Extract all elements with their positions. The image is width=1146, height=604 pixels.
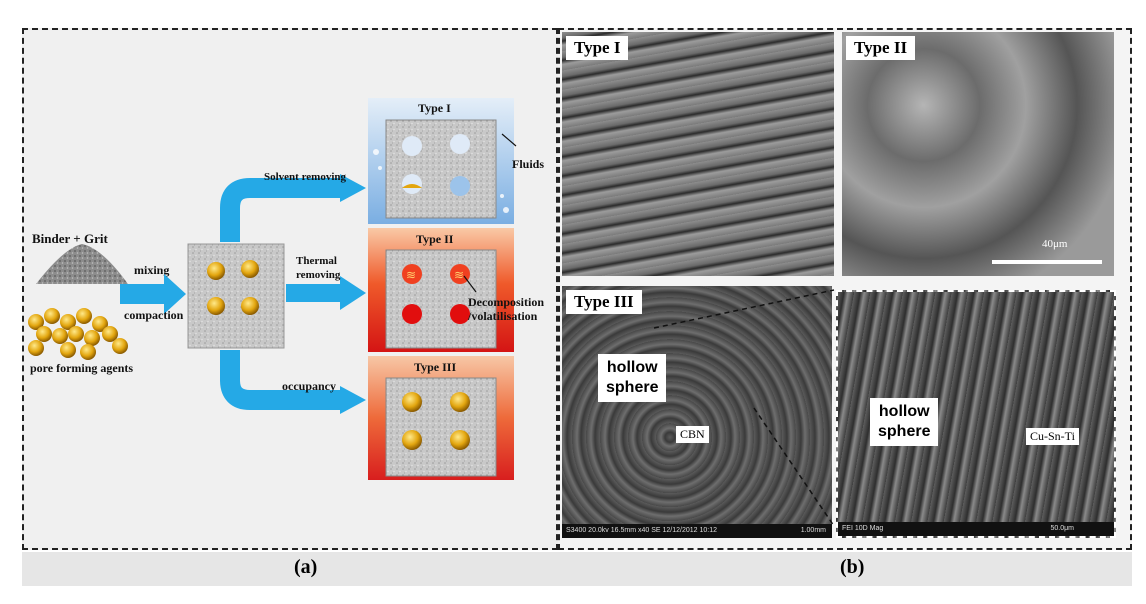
sem-footer-left-scale: 1.00mm <box>800 527 826 534</box>
hollow-sphere-text-1: hollow <box>606 359 658 376</box>
sem-type3-image: Type III hollow sphere CBN S3400 20.0kv … <box>562 286 832 538</box>
occupancy-branch <box>220 350 342 410</box>
sem-footer-left-info: S3400 20.0kv 16.5mm x40 SE 12/12/2012 10… <box>566 527 717 534</box>
scale-bar <box>992 260 1102 264</box>
occupancy-label: occupancy <box>282 379 336 393</box>
panel-a-schematic: Binder + Grit pore forming agents mixing… <box>22 28 558 550</box>
scale-bar-label: 40μm <box>1042 238 1068 250</box>
svg-text:≋: ≋ <box>454 268 464 282</box>
binder-grit-label: Binder + Grit <box>32 231 108 246</box>
sem-type2-tag: Type II <box>846 36 916 60</box>
sem-type1-tag: Type I <box>566 36 629 60</box>
caption-b: (b) <box>840 556 865 578</box>
fluids-label: Fluids <box>512 157 544 171</box>
hollow-sphere-callout: hollow sphere <box>598 354 667 402</box>
type2-label: Type II <box>416 232 454 246</box>
panel-b-micrographs: Type I Type II 40μm Type III hollow sphe… <box>558 28 1132 550</box>
decomposition-label-1: Decomposition <box>468 295 544 309</box>
pore-forming-spheres <box>28 308 128 360</box>
type1-label: Type I <box>418 101 451 115</box>
zoom-hollow-sphere-text-2: sphere <box>878 423 931 440</box>
hollow-sphere-text-2: sphere <box>606 379 659 396</box>
zoom-hollow-sphere-text-1: hollow <box>878 403 930 420</box>
thermal-removing-label-1: Thermal <box>296 255 337 267</box>
schematic-diagram: Binder + Grit pore forming agents mixing… <box>28 98 544 480</box>
pore-forming-agents-label: pore forming agents <box>30 361 133 375</box>
sem-footer-right-scale: 50.0μm <box>1050 525 1075 532</box>
sem-footer-right: FEI 10D Mag 50.0μm <box>838 522 1114 536</box>
compacted-block <box>187 243 285 349</box>
thermal-removing-label-2: removing <box>296 269 341 281</box>
sem-type3-tag: Type III <box>566 290 642 314</box>
sem-type2-image: Type II 40μm <box>842 32 1114 276</box>
mixing-label: mixing <box>134 263 169 277</box>
caption-a: (a) <box>294 556 318 578</box>
decomposition-label-2: /volatilisation <box>467 309 538 323</box>
svg-text:≋: ≋ <box>406 268 416 282</box>
caption-strip: (a) (b) <box>22 552 1132 586</box>
thermal-branch <box>286 284 342 302</box>
mixing-arrow <box>120 274 186 314</box>
solvent-removing-label: Solvent removing <box>264 171 346 183</box>
sem-type1-image: Type I <box>562 32 834 276</box>
cbn-label: CBN <box>676 426 709 443</box>
solvent-branch <box>220 178 342 242</box>
cu-sn-ti-label: Cu-Sn-Ti <box>1026 428 1079 445</box>
type3-label: Type III <box>414 360 456 374</box>
sem-zoom-image: hollow sphere Cu-Sn-Ti FEI 10D Mag 50.0μ… <box>836 290 1116 538</box>
sem-footer-right-info: FEI 10D Mag <box>842 525 884 532</box>
compaction-label: compaction <box>124 308 184 322</box>
sem-footer-left: S3400 20.0kv 16.5mm x40 SE 12/12/2012 10… <box>562 524 832 538</box>
zoom-hollow-sphere-callout: hollow sphere <box>870 398 939 446</box>
grit-pile <box>36 244 128 284</box>
